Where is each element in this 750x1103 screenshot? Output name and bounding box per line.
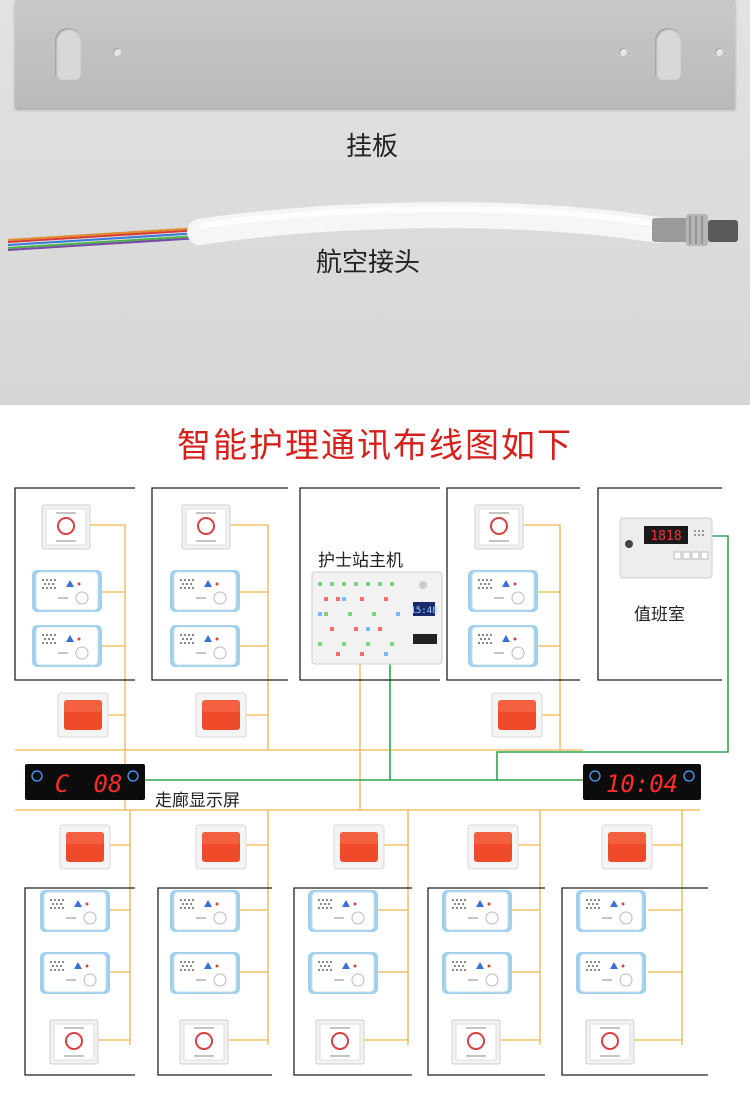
duty-room-unit: 1818: [619, 517, 713, 579]
hanging-plate: [15, 0, 735, 108]
call-button: [49, 1019, 99, 1065]
product-photo-section: 挂板 航空接头: [0, 0, 750, 405]
bedside-unit: [169, 889, 241, 933]
corridor-display-label: 走廊显示屏: [155, 791, 240, 811]
corridor-display-right: 10:04: [583, 764, 701, 800]
aviation-cable: [7, 202, 738, 251]
connector-icon: [652, 214, 738, 246]
door-light: [467, 824, 519, 870]
call-button: [181, 504, 231, 550]
call-button: [451, 1019, 501, 1065]
cable-sheath: [187, 202, 671, 245]
diagram-title: 智能护理通讯布线图如下: [177, 426, 573, 466]
door-light: [491, 692, 543, 738]
bedside-unit: [467, 569, 539, 613]
nurse-station-host: 15:48: [311, 571, 443, 665]
duty-room-label: 值班室: [634, 605, 685, 625]
bedside-unit: [575, 951, 647, 995]
bedside-unit: [307, 951, 379, 995]
bedside-unit: [39, 889, 111, 933]
call-button: [179, 1019, 229, 1065]
bedside-unit: [169, 624, 241, 668]
plate-label: 挂板: [346, 132, 399, 162]
bedside-unit: [307, 889, 379, 933]
bedside-unit: [169, 569, 241, 613]
bedside-unit: [441, 951, 513, 995]
plate-hole: [715, 48, 723, 56]
plate-slot: [655, 28, 681, 80]
display-number: 08: [94, 770, 123, 798]
nurse-station-label: 护士站主机: [318, 551, 403, 571]
door-light: [57, 692, 109, 738]
call-button: [474, 504, 524, 550]
bedside-unit: [467, 624, 539, 668]
bedside-unit: [169, 951, 241, 995]
bus-wires: [15, 524, 700, 1045]
door-light: [601, 824, 653, 870]
door-light: [333, 824, 385, 870]
call-button: [41, 504, 91, 550]
call-button: [585, 1019, 635, 1065]
bedside-unit: [31, 569, 103, 613]
plate-hole: [619, 48, 627, 56]
display-prefix: C: [55, 770, 70, 798]
comm-wires: [145, 535, 729, 781]
bedside-unit: [441, 889, 513, 933]
call-button: [315, 1019, 365, 1065]
room-walls: [14, 487, 722, 1076]
display-time: 10:04: [606, 770, 678, 798]
bedside-unit: [575, 889, 647, 933]
bedside-unit: [39, 951, 111, 995]
corridor-display-left: C 08: [25, 764, 145, 800]
host-clock: 15:48: [410, 606, 437, 616]
plate-hole: [113, 48, 121, 56]
cable-label: 航空接头: [316, 248, 421, 278]
plate-slot: [55, 28, 81, 80]
duty-readout: 1818: [650, 529, 681, 544]
door-light: [59, 824, 111, 870]
door-light: [195, 824, 247, 870]
bedside-unit: [31, 624, 103, 668]
door-light: [195, 692, 247, 738]
cable-wires: [7, 227, 201, 251]
